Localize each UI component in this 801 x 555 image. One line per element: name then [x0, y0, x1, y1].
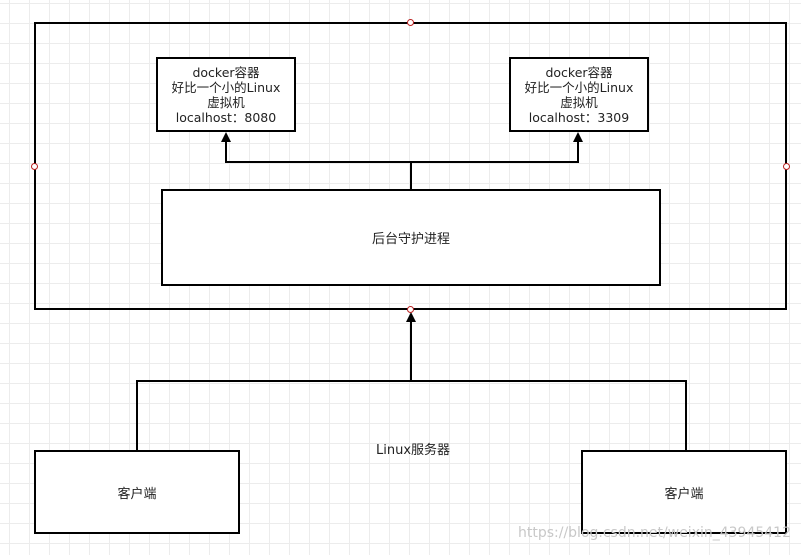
container-2-address: localhost：3309	[528, 109, 630, 125]
arrowhead-server	[406, 312, 416, 322]
daemon-to-container2-line	[411, 141, 579, 163]
client-box-1[interactable]: 客户端	[34, 450, 240, 534]
container-1-address: localhost：8080	[175, 109, 277, 125]
container-2-title: docker容器	[545, 64, 613, 80]
linux-server-label: Linux服务器	[376, 443, 451, 458]
client-1-label: 客户端	[117, 486, 157, 502]
daemon-to-containers-line	[225, 141, 412, 189]
container-2-desc: 好比一个小的Linux	[524, 79, 634, 95]
arrowhead-container-2	[573, 132, 583, 142]
resize-handle-right[interactable]	[783, 163, 790, 170]
daemon-process-box[interactable]: 后台守护进程	[161, 189, 661, 286]
container-1-desc2: 虚拟机	[207, 94, 245, 110]
container-1-title: docker容器	[192, 64, 260, 80]
resize-handle-top[interactable]	[407, 19, 414, 26]
arrowhead-container-1	[221, 132, 231, 142]
docker-container-2[interactable]: docker容器 好比一个小的Linux 虚拟机 localhost：3309	[509, 57, 649, 132]
client-box-2[interactable]: 客户端	[581, 450, 787, 534]
docker-container-1[interactable]: docker容器 好比一个小的Linux 虚拟机 localhost：8080	[156, 57, 296, 132]
client-2-label: 客户端	[664, 486, 704, 502]
container-2-desc2: 虚拟机	[560, 94, 598, 110]
watermark-text: https://blog.csdn.net/weixin_43945412	[517, 525, 791, 541]
resize-handle-left[interactable]	[31, 163, 38, 170]
resize-handle-bottom[interactable]	[407, 306, 414, 313]
container-1-desc: 好比一个小的Linux	[171, 79, 281, 95]
daemon-label: 后台守护进程	[371, 232, 450, 247]
